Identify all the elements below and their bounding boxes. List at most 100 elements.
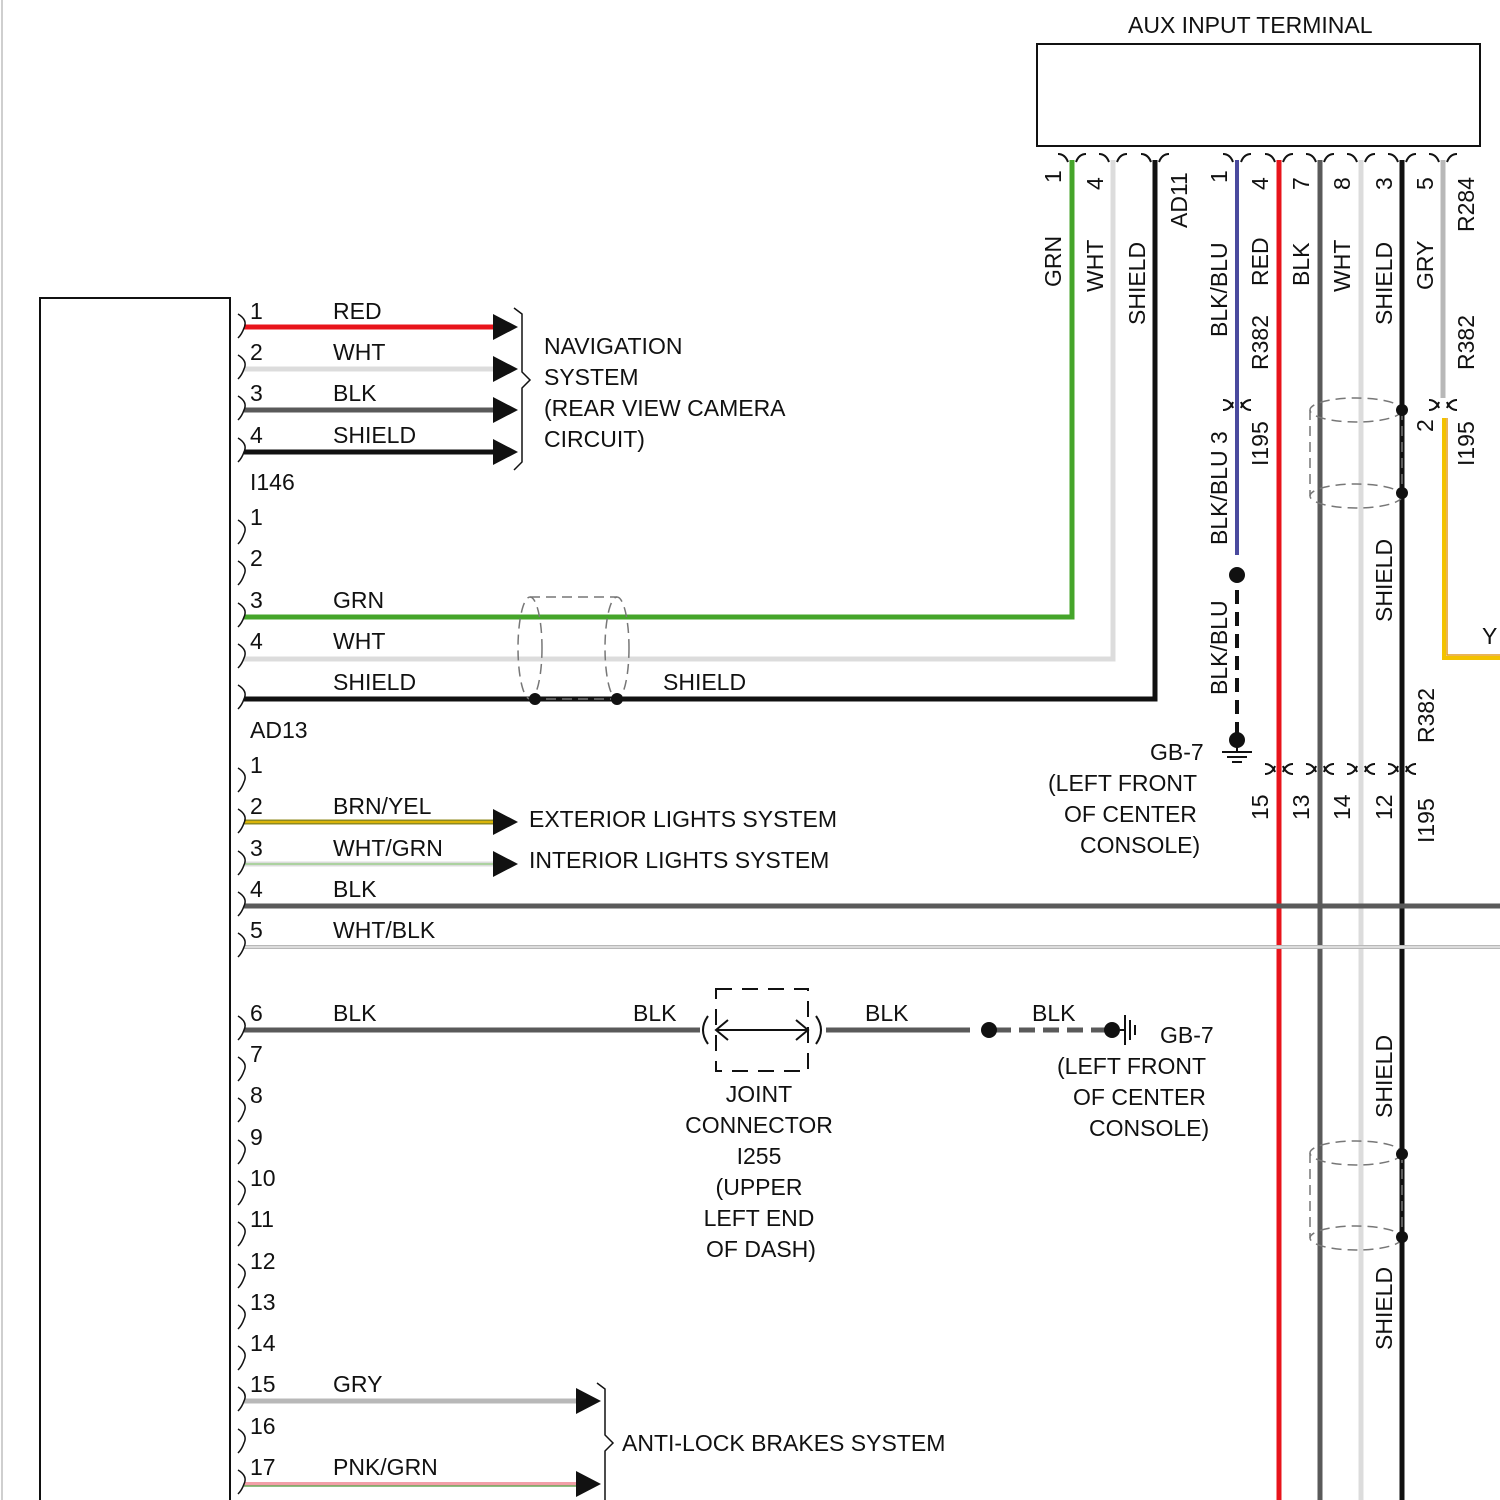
destination-label: INTERIOR LIGHTS SYSTEM <box>529 847 829 873</box>
shield-ellipses-right <box>1310 398 1402 1250</box>
pin-label: 5 <box>250 917 263 943</box>
pin-label: 1 <box>250 752 263 778</box>
pin-label: 4 <box>250 628 263 654</box>
pin-bracket-icon <box>238 314 245 338</box>
pin-bracket-icon <box>238 1264 245 1288</box>
joint-connector-label: OF DASH) <box>706 1236 816 1262</box>
ground-id: GB-7 <box>1150 739 1204 765</box>
pin-label: 17 <box>250 1454 276 1480</box>
pin-bracket-icon <box>238 1305 245 1329</box>
brace-icon <box>514 308 530 470</box>
ad13-group: 1 2 3 4 GRN WHT SHIELD SHIELD AD13 <box>250 504 746 743</box>
ground-location: CONSOLE) <box>1080 832 1200 858</box>
connector-id-label: I195 <box>1247 421 1273 466</box>
wire-label: GRN <box>1040 236 1066 287</box>
pin-bracket-icon <box>238 520 245 544</box>
wire-label: GRY <box>333 1371 382 1397</box>
connector-id-label: R382 <box>1413 688 1439 743</box>
pin-bracket-icon <box>238 892 245 916</box>
pin-bracket-icon <box>238 1057 245 1081</box>
wire-label: SHIELD <box>1371 1035 1397 1118</box>
joint-connector-label: CONNECTOR <box>685 1112 833 1138</box>
aux-pin-label: 8 <box>1329 177 1355 190</box>
pin-label: 3 <box>250 380 263 406</box>
pin-bracket-icon <box>238 1098 245 1122</box>
lower-group: 1 2 3 4 5 6 7 8 9 10 11 12 13 14 15 16 1… <box>244 752 1500 1500</box>
pin-label: 3 <box>250 587 263 613</box>
ground-symbol-icon <box>1120 1015 1135 1045</box>
connector-id: AD13 <box>250 717 308 743</box>
pin-bracket-icon <box>238 1181 245 1205</box>
destination-label: EXTERIOR LIGHTS SYSTEM <box>529 806 837 832</box>
pin-bracket-icon <box>238 685 245 709</box>
pin-bracket-icon <box>238 768 245 792</box>
wire-label: RED <box>333 298 382 324</box>
pin-label: 3 <box>250 835 263 861</box>
ground-id: GB-7 <box>1160 1022 1214 1048</box>
destination-label: CIRCUIT) <box>544 426 645 452</box>
wire-label: SHIELD <box>1371 242 1397 325</box>
wire-label: BLK/BLU <box>1206 600 1232 695</box>
aux-connector-id: R284 <box>1453 177 1479 232</box>
splice-dot <box>1229 567 1245 583</box>
aux-terminal-title: AUX INPUT TERMINAL <box>1128 12 1373 38</box>
wire-label: WHT <box>1082 240 1108 292</box>
ground-symbol-icon <box>1222 744 1252 762</box>
aux-pin-label: 4 <box>1082 177 1108 190</box>
aux-pin-label: 7 <box>1288 177 1314 190</box>
pin-bracket-icon <box>238 603 245 627</box>
aux-pin-label: 4 <box>1247 177 1273 190</box>
aux-pin-label: 3 <box>1371 177 1397 190</box>
pin-label: 9 <box>250 1124 263 1150</box>
pin-bracket-icon <box>238 1346 245 1370</box>
pin-label: 10 <box>250 1165 276 1191</box>
destination-label: SYSTEM <box>544 364 639 390</box>
pin-brackets <box>238 314 245 1494</box>
joint-connector-label: (UPPER <box>716 1174 803 1200</box>
pin-bracket-icon <box>238 1387 245 1411</box>
wire-label: SHIELD <box>1371 1267 1397 1350</box>
cut-wire-label: Y <box>1482 623 1497 649</box>
splice-dot <box>611 693 623 705</box>
pin-label: 13 <box>1288 794 1314 820</box>
ground-location: (LEFT FRONT <box>1057 1053 1206 1079</box>
wire-label: BLK <box>865 1000 909 1026</box>
aux-connector-id: AD11 <box>1166 172 1192 228</box>
pin-bracket-icon <box>238 1429 245 1453</box>
wire-label: BLK <box>333 380 377 406</box>
aux-pin-label: 5 <box>1412 177 1438 190</box>
pin-bracket-icon <box>238 396 245 420</box>
wire-label: GRN <box>333 587 384 613</box>
pin-bracket-icon <box>238 933 245 957</box>
pin-label: 2 <box>250 339 263 365</box>
ground-location: OF CENTER <box>1064 801 1197 827</box>
wire-label: BLK <box>1032 1000 1076 1026</box>
splice-dot <box>1396 1231 1408 1243</box>
splice-dot <box>1396 404 1408 416</box>
pin-label: 6 <box>250 1000 263 1026</box>
splice-dot <box>1104 1022 1120 1038</box>
wire-label: BLK <box>333 1000 377 1026</box>
aux-vertical-labels: 1 4 AD11 1 4 7 8 3 5 R284 GRN WHT SHIELD… <box>1040 170 1497 1350</box>
joint-connector-label: JOINT <box>726 1081 792 1107</box>
wire-label: WHT/BLK <box>333 917 436 943</box>
ground-location: OF CENTER <box>1073 1084 1206 1110</box>
wire-label: SHIELD <box>333 422 416 448</box>
connector-id-label: R382 <box>1247 315 1273 370</box>
wire-label: RED <box>1247 237 1273 286</box>
arrow-icon <box>493 439 518 465</box>
destination-label: NAVIGATION <box>544 333 682 359</box>
pin-bracket-icon <box>238 1222 245 1246</box>
pin-label: 8 <box>250 1082 263 1108</box>
main-module-box <box>40 298 230 1500</box>
pin-label: 15 <box>1247 794 1273 820</box>
wire-label: BLK/BLU <box>1206 242 1232 337</box>
pin-label: 13 <box>250 1289 276 1315</box>
wire-label: BLK <box>1288 242 1314 286</box>
pin-bracket-icon <box>238 1470 245 1494</box>
wire-label: WHT/GRN <box>333 835 443 861</box>
arrow-icon <box>493 397 518 423</box>
pin-bracket-icon <box>238 438 245 462</box>
wire-label: BLK/BLU 3 <box>1206 431 1232 545</box>
splice-dot <box>1396 1148 1408 1160</box>
